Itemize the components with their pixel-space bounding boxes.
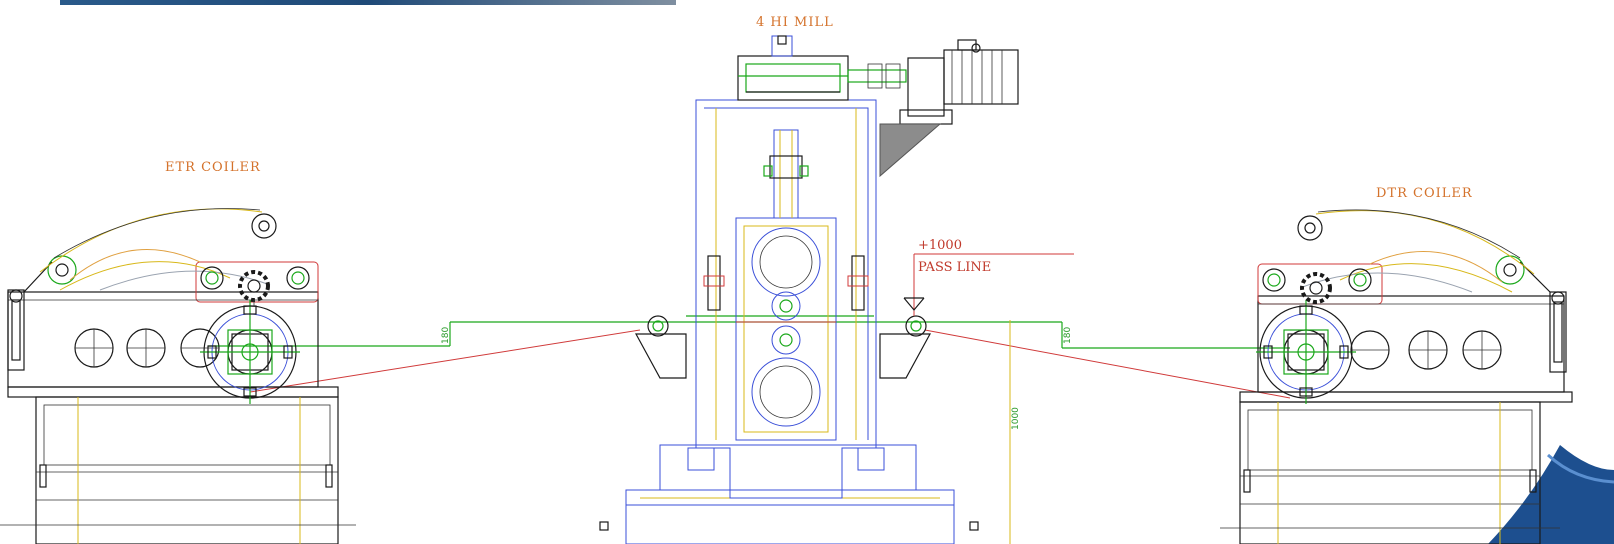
mill-title: 4 HI MILL <box>756 15 834 30</box>
mill-lower-work-roll <box>771 325 801 355</box>
mill-top-gearbox <box>737 35 849 101</box>
corner-accent-edge <box>1546 453 1614 484</box>
top-banner-strip <box>60 0 676 5</box>
pass-level-label: +1000 <box>918 238 962 253</box>
mill-upper-backup-roll <box>751 227 821 297</box>
four-hi-mill <box>599 35 1019 544</box>
dtr-mandrel <box>1256 300 1356 404</box>
mill-drive-motor <box>899 39 1019 125</box>
strip-path <box>208 315 1291 399</box>
etr-coiler-title: ETR COILER <box>165 160 261 175</box>
height-dim-label: 1000 <box>1011 407 1021 430</box>
etr-wheel-1 <box>74 328 114 368</box>
motor-stand <box>879 123 942 178</box>
dtr-coiler-title: DTR COILER <box>1376 186 1473 201</box>
etr-gear-icon <box>238 270 270 302</box>
mill-lower-backup-roll <box>751 357 821 427</box>
dtr-wheel-1 <box>1350 330 1390 370</box>
left-dim-label: 180 <box>441 327 451 344</box>
corner-accent <box>1488 445 1614 544</box>
dtr-gear-icon <box>1300 272 1332 304</box>
etr-mandrel <box>200 300 300 404</box>
etr-wheel-2 <box>126 328 166 368</box>
dtr-wheel-3 <box>1462 330 1502 370</box>
etr-coiler <box>0 208 356 544</box>
mill-exit-support <box>879 315 932 379</box>
dtr-wheel-2 <box>1408 330 1448 370</box>
pass-line-annotation: +1000 PASS LINE 1000 180 180 <box>441 238 1074 544</box>
mill-upper-work-roll <box>771 291 801 321</box>
dtr-coiler <box>1220 209 1573 544</box>
right-dim-label: 180 <box>1063 327 1073 344</box>
mill-entry-support <box>634 315 687 379</box>
pass-line-label: PASS LINE <box>918 260 991 275</box>
